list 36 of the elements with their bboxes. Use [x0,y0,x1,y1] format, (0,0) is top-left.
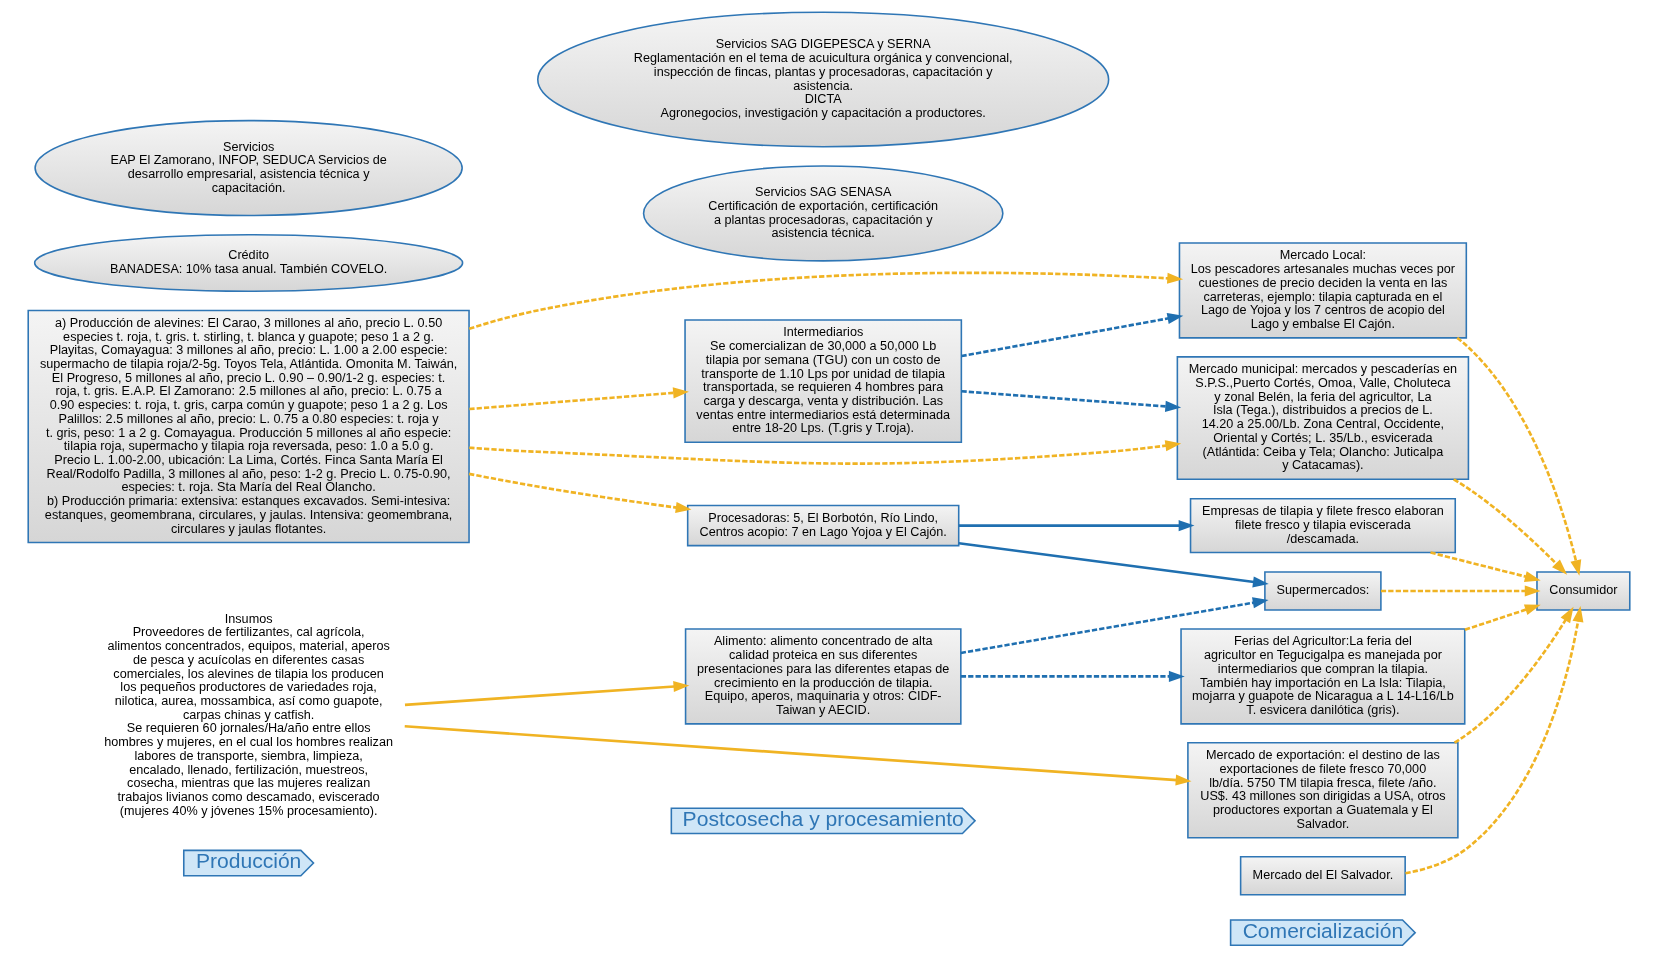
arrow [960,670,1185,682]
arrow [960,597,1269,655]
node-box: Consumidor [1536,571,1631,611]
arrow [468,472,692,513]
arrow [469,387,689,411]
node-text: Insumos Proveedores de fertilizantes, cal agrícola, alimentos concentrados, equipos, material, aperos de pesca y acuícolas en diferentes casas comerciales, los alevines de tilapia los producen los pequeños productores de variedades roja, nilotica, aurea, mossambica, así como guapote, carpas chinas y catfish. Se requieren 60 jornales/Ha/año entre ellos hombres y mujeres, en el cual los hombres realizan labores de transporte, siembra, limpieza, encalado, llenado, fertilización, muestreos, cosecha, mientras que las mujeres realizan trabajos livianos como descamado, eviscerado (mujeres 40% y jóvenes 15% procesamiento). [104,611,394,818]
arrow [961,313,1184,358]
node-box: Mercado del El Salvador. [1239,855,1406,896]
node-ellipse: Servicios EAP El Zamorano, INFOP, SEDUCA Servicios de desarrollo empresarial, asistencia técnica y capacitación. [34,119,463,217]
arrow [404,680,690,707]
node-box: Ferias del Agricultor:La feria del agricultor en Tegucigalpa es manejada por intermediarios que compran la tilapia. También hay importación en La Isla: Tilapia, mojarra y guapote de Nicaragua a L 14-L16/Lb T. esvicera danilótica (gris). [1180,628,1466,725]
node-box: Mercado Local: Los pescadores artesanales muchas veces por cuestiones de precio deciden la venta en las carreteras, ejemplo: tilapia capturada en el Lago de Yojoa y los 7 centros de acopio del Lago y embalse El Cajón. [1178,242,1468,339]
node-box: Mercado municipal: mercados y pescaderías en S.P.S.,Puerto Cortés, Omoa, Valle, Choluteca y zonal Belén, la feria del agricultor, La Isla (Tega.), distribuidos a precios de L. 14.20 a 25.00/Lb. Zona Central, Occidente, Oriental y Cortés; L. 35/Lb., esvicerada (Atlántida: Ceiba y Tela; Olancho: Juticalpa y Catacamas). [1176,356,1470,480]
node-box: Mercado de exportación: el destino de las exportaciones de filete fresco 70,000 lb/día. 5750 TM tilapia fresca, filete /año. US$. 43 millones son dirigidas a USA, otros productores exportan a Guatemala y El Salvador. [1187,742,1459,839]
node-box: Intermediarios Se comercializan de 30,000 a 50,000 Lb tilapia por semana (TGU) con un costo de transporte de 1.10 Lps por unidad de tilapia transportada, se requieren 4 hombres para carga y descarga, venta y distribución. Las ventas entre intermediarios está determinada entre 18-20 Lps. (T.gris y T.roja). [684,319,963,444]
node-ellipse: Crédito BANADESA: 10% tasa anual. También COVELO. [33,234,464,292]
arrow [1380,585,1541,597]
arrow [958,520,1195,532]
node-box: Alimento: alimento concentrado de alta calidad proteica en sus diferentes presentaciones para las diferentes etapas de crecimiento en la producción de tilapia. Equipo, aperos, maquinaria y otros: CIDF-Taiwan y AECID. [684,628,962,725]
node-ellipse: Servicios SAG DIGEPESCA y SERNA Reglamentación en el tema de acuicultura orgánica y convencional, inspección de fincas, plantas y procesadoras, capacitación y asistencia. DICTA Agronegocios, investigación y capacitación a productores. [537,11,1110,148]
arrow [1456,336,1582,576]
arrow [958,541,1269,588]
arrow [1405,606,1584,875]
node-box: Procesadoras: 5, El Borbotón, Río Lindo, Centros acopio: 7 en Lago Yojoa y El Cajón. [686,504,960,547]
node-ellipse: Servicios SAG SENASA Certificación de exportación, certificación a plantas procesadoras, capacitación y asistencia técnica. [642,165,1004,262]
arrow [469,440,1182,465]
node-box: Supermercados: [1264,571,1382,611]
arrow [1453,606,1574,744]
node-box: Empresas de tilapia y filete fresco elaboran filete fresco y tilapia eviscerada /descamada. [1189,497,1457,554]
arrow [404,724,1192,786]
arrow [1430,551,1541,582]
arrow [468,271,1184,331]
arrow [1464,604,1541,632]
node-box: a) Producción de alevines: El Carao, 3 millones al año, precio L. 0.50 especies t. roja, t. gris. t. stirling, t. blanca y guapote; peso 1 a 2 g. Playitas, Comayagua: 3 millones al año, precio: L. 1.00 a 2.00 especie: supermacho de tilapia roja/2-5g. Toyos Tela, Atlántida. Omonita M. Taiwán, El Progreso, 5 millones al año, precio L. 0.90 – 0.90/1-2 g. especies: t. roja, t. gris. E.A.P. El Zamorano: 2.5 millones al año, precio: L. 0.75 a 0.90 especies: t. roja, t. gris, carpa común y guapote; peso 1 a 2 g. Los Palillos: 2.5 millones al año, precio: L. 0.75 a 0.80 especies: t. roja y t. gris, peso: 1 a 2 g. Comayagua. Producción 5 millones al año especie: tilapia roja, supermacho y tilapia roja reversada, peso: 1.0 a 5.0 g. Precio L. 1.00-2.00, ubicación: La Lima, Cortés. Finca Santa María El Real/Rodolfo Padilla, 3 millones al año, peso: 1-2 g. Precio L. 0.75-0.90, especies: t. roja. Sta María del Real Olancho. b) Producción primaria: extensiva: estanques excavados. Semi-intesiva: estanques, geomembrana, circulares, y jaulas. Intensiva: geomembrana, circulares y jaulas flotantes. [27,309,470,544]
arrow [961,389,1182,412]
arrow [1453,478,1568,575]
